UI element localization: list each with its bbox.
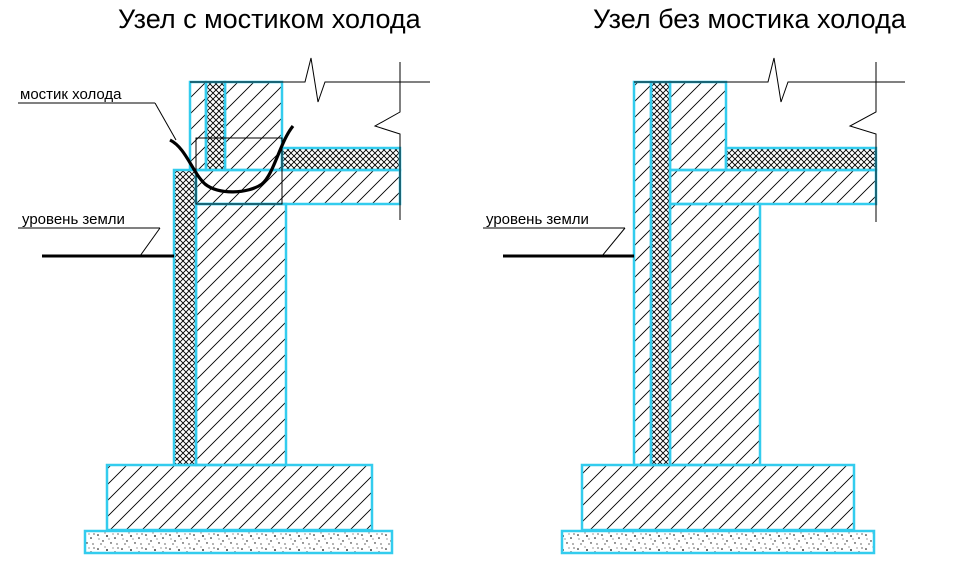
diagram-with-cold-bridge: мостик холода уровень земли [18,57,430,555]
ground-level-label-right: уровень земли [486,211,589,228]
diagram-without-cold-bridge: уровень земли [483,57,905,555]
foundation-wall [668,202,762,467]
floor-insulation [724,146,878,172]
upper-wall [668,80,728,172]
diagram-title-with-cold-bridge: Узел с мостиком холода [118,4,421,34]
floor-slab [668,168,878,206]
diagram-title-without-cold-bridge: Узел без мостика холода [593,4,906,34]
gravel-bedding [560,529,876,555]
break-line-right [373,62,401,220]
upper-wall [223,80,284,172]
gravel-bedding [83,529,394,555]
foundation-insulation [172,168,198,467]
foundation-wall [194,202,288,467]
floor-insulation [280,146,402,172]
ground-level-label-left: уровень земли [22,211,125,228]
continuous-facing [632,80,653,467]
wall-facing [188,80,208,172]
continuous-insulation [649,80,672,467]
break-line-top [190,57,430,103]
break-line-top [634,57,905,103]
foundation-footing [580,463,856,532]
wall-insulation [204,80,227,172]
break-line-right [848,62,877,222]
cold-bridge-curve [169,124,295,194]
foundation-footing [105,463,374,532]
cold-bridge-label: мостик холода [20,86,122,103]
floor-slab [194,168,402,206]
